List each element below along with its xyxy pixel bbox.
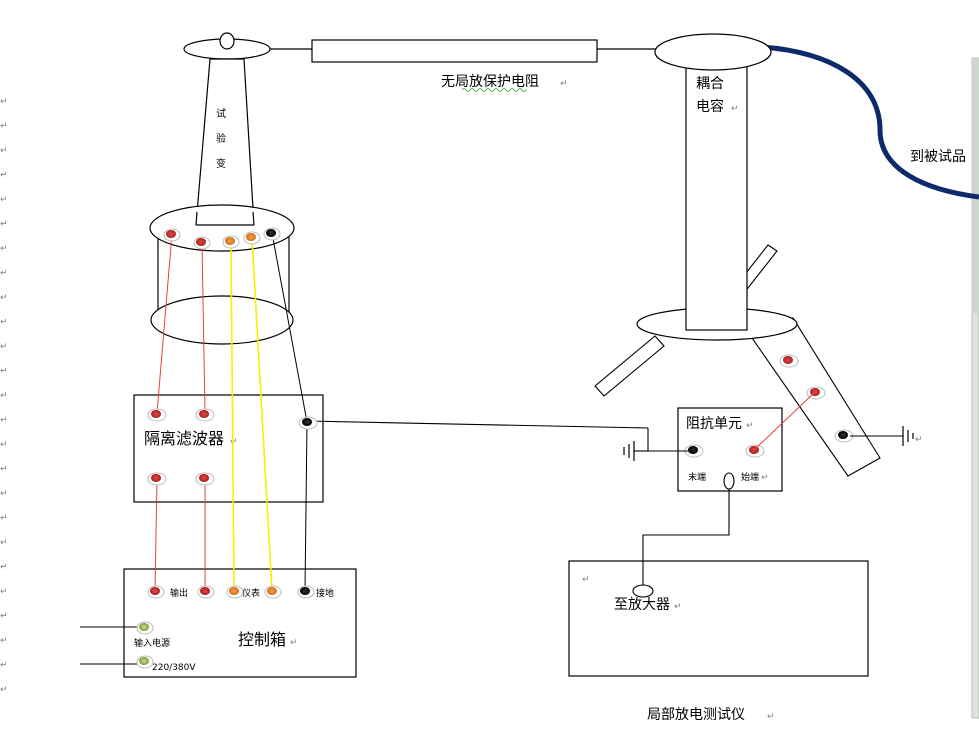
output-label: 输出 <box>170 587 188 599</box>
protection-resistor-label: 无局放保护电阻 <box>441 74 539 90</box>
capacitor-label-line2: 电容 <box>696 98 724 115</box>
impedance-unit: 阻抗单元 ↵ 末端 始端 ↵ <box>623 391 816 492</box>
margin-return-mark: ↵ <box>0 367 8 377</box>
transformer-terminal-2 <box>196 238 206 246</box>
capacitor-ground-terminal <box>838 431 848 439</box>
impedance-end-label: 末端 <box>688 471 706 483</box>
control-box: 输出 仪表 接地 控制箱 ↵ 输入电源 220/380V <box>80 568 357 678</box>
margin-return-mark: ↵ <box>0 514 8 524</box>
transformer-terminal-3 <box>225 237 235 245</box>
voltage-label: 220/380V <box>152 663 196 673</box>
ground-label: 接地 <box>316 587 334 599</box>
return-mark: ↵ <box>582 575 590 585</box>
margin-return-mark: ↵ <box>0 293 8 303</box>
filter-input-terminal-2 <box>199 410 209 418</box>
blue-cable <box>761 44 979 200</box>
protection-resistor: 无局放保护电阻 ↵ <box>270 39 657 92</box>
capacitor-label-line1: 耦合 <box>696 76 724 92</box>
return-mark: ↵ <box>560 79 568 89</box>
amplifier-port <box>632 584 654 598</box>
margin-return-mark: ↵ <box>0 244 8 254</box>
wiring <box>154 232 649 592</box>
to-amplifier-label: 至放大器 <box>614 597 670 613</box>
return-mark: ↵ <box>290 638 298 648</box>
impedance-end-terminal <box>688 446 698 454</box>
right-edge-panel <box>971 57 979 719</box>
filter-output-terminal-1 <box>151 474 161 482</box>
margin-return-mark: ↵ <box>0 391 8 401</box>
margin-return-mark: ↵ <box>0 538 8 548</box>
margin-return-mark: ↵ <box>0 122 8 132</box>
margin-return-mark: ↵ <box>0 269 8 279</box>
margin-return-mark: ↵ <box>0 97 8 107</box>
left-margin-marks: ↵ ↵ ↵ ↵ ↵ ↵ ↵ ↵ ↵ ↵ ↵ ↵ ↵ ↵ ↵ ↵ ↵ ↵ ↵ ↵ ↵ ↵ ↵ ↵ ↵ <box>0 97 8 695</box>
box-meter-terminal-1 <box>229 587 239 595</box>
box-ground-terminal <box>300 587 310 595</box>
return-mark: ↵ <box>746 421 754 431</box>
meter-label: 仪表 <box>242 587 260 599</box>
return-mark: ↵ <box>731 104 739 114</box>
return-mark: ↵ <box>230 437 238 447</box>
coupling-capacitor: 耦合 电容 ↵ ↵ <box>594 33 923 477</box>
margin-return-mark: ↵ <box>0 171 8 181</box>
power-input-terminal-1 <box>139 623 149 631</box>
cable-to-test-object: 到被试品 <box>761 44 979 200</box>
transformer-label-char-2: 验 <box>216 132 226 145</box>
margin-return-mark: ↵ <box>0 489 8 499</box>
isolation-filter-label: 隔离滤波器 <box>144 429 224 448</box>
test-transformer: 试 验 变 <box>149 32 295 345</box>
transformer-terminal-ground <box>266 229 276 237</box>
terminals <box>147 227 318 599</box>
margin-return-mark: ↵ <box>0 195 8 205</box>
control-box-label: 控制箱 <box>238 630 286 649</box>
return-mark: ↵ <box>767 712 775 722</box>
return-mark: ↵ <box>761 473 769 483</box>
filter-output-terminal-2 <box>199 474 209 482</box>
pd-tester: ↵ 至放大器 ↵ 局部放电测试仪 ↵ <box>568 489 869 723</box>
box-meter-terminal-2 <box>267 587 277 595</box>
margin-return-mark: ↵ <box>0 612 8 622</box>
filter-input-terminal-1 <box>151 410 161 418</box>
margin-return-mark: ↵ <box>0 416 8 426</box>
pd-tester-label: 局部放电测试仪 <box>647 707 745 723</box>
filter-ground-terminal <box>302 418 312 426</box>
power-input-terminal-2 <box>139 657 149 665</box>
margin-return-mark: ↵ <box>0 685 8 695</box>
margin-return-mark: ↵ <box>0 587 8 597</box>
transformer-label-char-1: 试 <box>216 107 226 120</box>
margin-return-mark: ↵ <box>0 146 8 156</box>
to-test-object-label: 到被试品 <box>910 149 966 165</box>
box-output-terminal-2 <box>200 587 210 595</box>
margin-return-mark: ↵ <box>0 563 8 573</box>
margin-return-mark: ↵ <box>0 220 8 230</box>
return-mark: ↵ <box>674 602 682 612</box>
capacitor-terminal-1 <box>783 356 793 364</box>
transformer-label-char-3: 变 <box>216 157 226 170</box>
box-output-terminal-1 <box>150 587 160 595</box>
margin-return-mark: ↵ <box>0 318 8 328</box>
signal-output-port <box>723 472 735 490</box>
margin-return-mark: ↵ <box>0 465 8 475</box>
margin-return-mark: ↵ <box>0 440 8 450</box>
transformer-terminal-1 <box>166 230 176 238</box>
margin-return-mark: ↵ <box>0 636 8 646</box>
margin-return-mark: ↵ <box>0 342 8 352</box>
transformer-terminal-4 <box>246 233 256 241</box>
return-mark: ↵ <box>915 435 923 445</box>
margin-return-mark: ↵ <box>0 661 8 671</box>
input-power-label: 输入电源 <box>134 637 170 649</box>
impedance-start-label: 始端 <box>741 471 759 483</box>
impedance-unit-label: 阻抗单元 <box>686 416 742 432</box>
